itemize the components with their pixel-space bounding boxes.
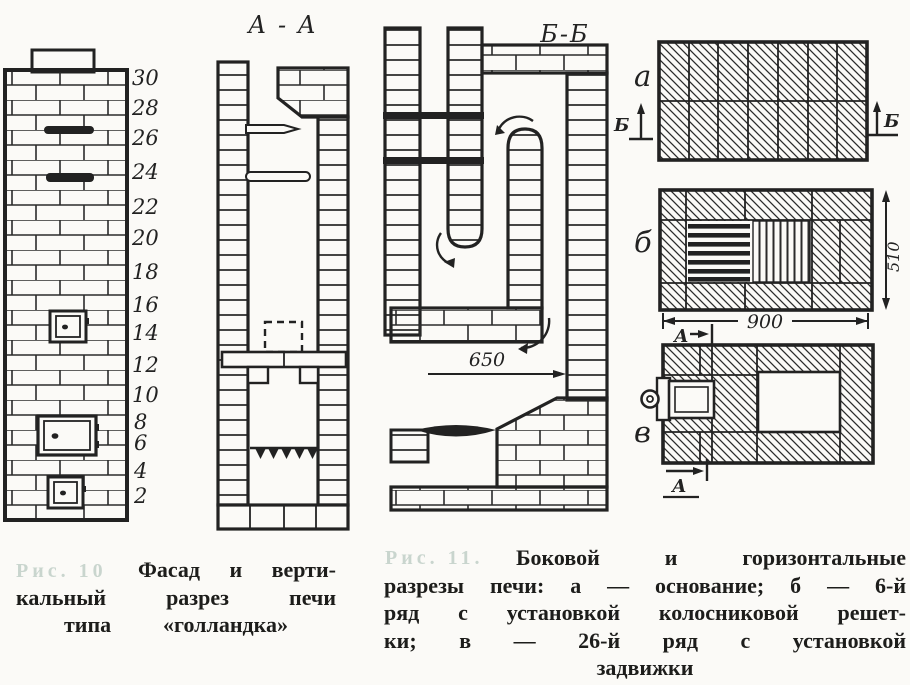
bb-grate [416, 425, 496, 437]
facade-fire-door [36, 414, 99, 457]
row-number: 18 [132, 260, 159, 284]
plan-v-label: в [634, 415, 651, 449]
caption-right-line: ряд с установкой колосниковой решет- [384, 600, 906, 625]
facade-row-numbers: 30 28 26 24 22 20 18 16 14 12 10 8 6 4 2 [131, 66, 159, 508]
caption-right-line: ки; в — 26-й ряд с установкой [384, 627, 906, 653]
plan-a-base: а Б Б [613, 40, 899, 162]
row-number: 12 [132, 353, 159, 377]
bb-damper-upper [383, 112, 484, 119]
dim-510-label: 510 [884, 241, 903, 272]
aa-damper-slide-upper [245, 124, 302, 134]
caption-right-line: Боковой и горизонтальные [516, 545, 906, 570]
facade-damper-handle-lower [46, 173, 94, 182]
cut-a-label: А [672, 326, 689, 347]
caption-left: Фасад и верти- кальный разрез печи типа … [16, 556, 336, 639]
cut-mark-b-right: Б [866, 101, 899, 137]
section-bb-title: Б-Б [539, 20, 589, 48]
aa-dashed-opening [263, 320, 304, 354]
dim-510: 510 [882, 190, 903, 310]
plan-b-grate-course: б 510 [634, 188, 903, 333]
bb-flow-arrows [435, 115, 551, 354]
facade-cleanout-door [48, 309, 89, 344]
aa-chimney-block [276, 66, 350, 119]
cut-mark-a-top: А [672, 324, 714, 347]
row-number: 16 [132, 293, 159, 317]
caption-left-line: типа «голландка» [64, 612, 288, 637]
row-number: 4 [133, 459, 147, 483]
bb-baffle-middle [506, 127, 544, 310]
grate-bars [688, 224, 750, 282]
bb-dim-650: 650 [428, 349, 566, 378]
row-number: 28 [131, 96, 159, 120]
door-knob [62, 324, 68, 330]
caption-left-line: Фасад и верти- [138, 557, 336, 582]
row-number: 2 [133, 484, 147, 508]
bb-left-wall [383, 26, 422, 337]
aa-left-wall [216, 60, 250, 507]
bb-shelf [389, 306, 544, 344]
figure-11-watermark: Рис. 11. [385, 547, 484, 569]
plan-b-channel-bars [752, 220, 811, 283]
bb-firebox-back-slope [495, 396, 609, 489]
row-number: 10 [132, 383, 159, 407]
damper-knob [640, 389, 660, 409]
bb-base [389, 485, 609, 512]
caption-right-line: задвижки [596, 655, 694, 680]
caption-right-line: разрезы печи: а — основание; б — 6-й [384, 572, 906, 598]
row-number: 14 [132, 321, 159, 345]
section-a-a: А - А [216, 11, 350, 531]
caption-left-line: кальный разрез печи [16, 584, 336, 610]
plan-a-label: а [634, 59, 651, 93]
row-number: 22 [131, 195, 159, 219]
cut-mark-a-bottom: А [663, 459, 709, 499]
cut-a-label: А [670, 476, 687, 497]
cut-b-label: Б [613, 115, 629, 136]
stove-drawing: 30 28 26 24 22 20 18 16 14 12 10 8 6 4 2… [3, 11, 903, 531]
bb-damper-lower [383, 157, 484, 164]
row-number: 20 [131, 226, 159, 250]
row-number: 6 [134, 431, 147, 455]
figure-10-watermark: Рис. 10 [16, 560, 107, 582]
plan-b-label: б [634, 225, 652, 259]
plan-v-damper-course: в А [634, 324, 875, 499]
aa-throat-brick-right [298, 365, 320, 385]
facade-damper-handle-upper [44, 126, 94, 134]
section-b-b: Б-Б 650 [383, 20, 609, 512]
facade-ash-door [46, 475, 86, 510]
door-knob [51, 433, 59, 439]
plan-b-joints [660, 190, 872, 310]
caption-right: Боковой и горизонтальные разрезы печи: а… [384, 544, 906, 682]
aa-damper-slide-lower [245, 171, 311, 182]
aa-base [216, 503, 350, 531]
dim-650-label: 650 [469, 349, 505, 371]
cut-mark-b-left: Б [613, 103, 653, 141]
aa-right-wall [316, 115, 350, 507]
bb-door-sill [389, 428, 430, 464]
row-number: 24 [131, 160, 159, 184]
door-knob [60, 490, 66, 496]
bb-right-wall [565, 71, 609, 402]
section-aa-title: А - А [246, 11, 318, 39]
plan-v-flue-opening [756, 370, 842, 434]
row-number: 30 [132, 66, 159, 90]
plan-a-bricks [657, 40, 869, 162]
facade-view: 30 28 26 24 22 20 18 16 14 12 10 8 6 4 2 [3, 48, 159, 522]
dim-900: 900 [662, 311, 869, 333]
bb-top-cap [480, 43, 609, 75]
dim-900-label: 900 [747, 311, 783, 333]
bb-baffle-left [446, 26, 484, 249]
row-number: 26 [131, 126, 159, 150]
plan-v-damper [640, 376, 716, 422]
aa-grate-teeth [250, 446, 318, 459]
aa-throat-brick-left [246, 365, 270, 385]
cut-b-label: Б [883, 111, 899, 132]
row-number: 8 [134, 410, 147, 434]
aa-lintel [220, 350, 348, 369]
